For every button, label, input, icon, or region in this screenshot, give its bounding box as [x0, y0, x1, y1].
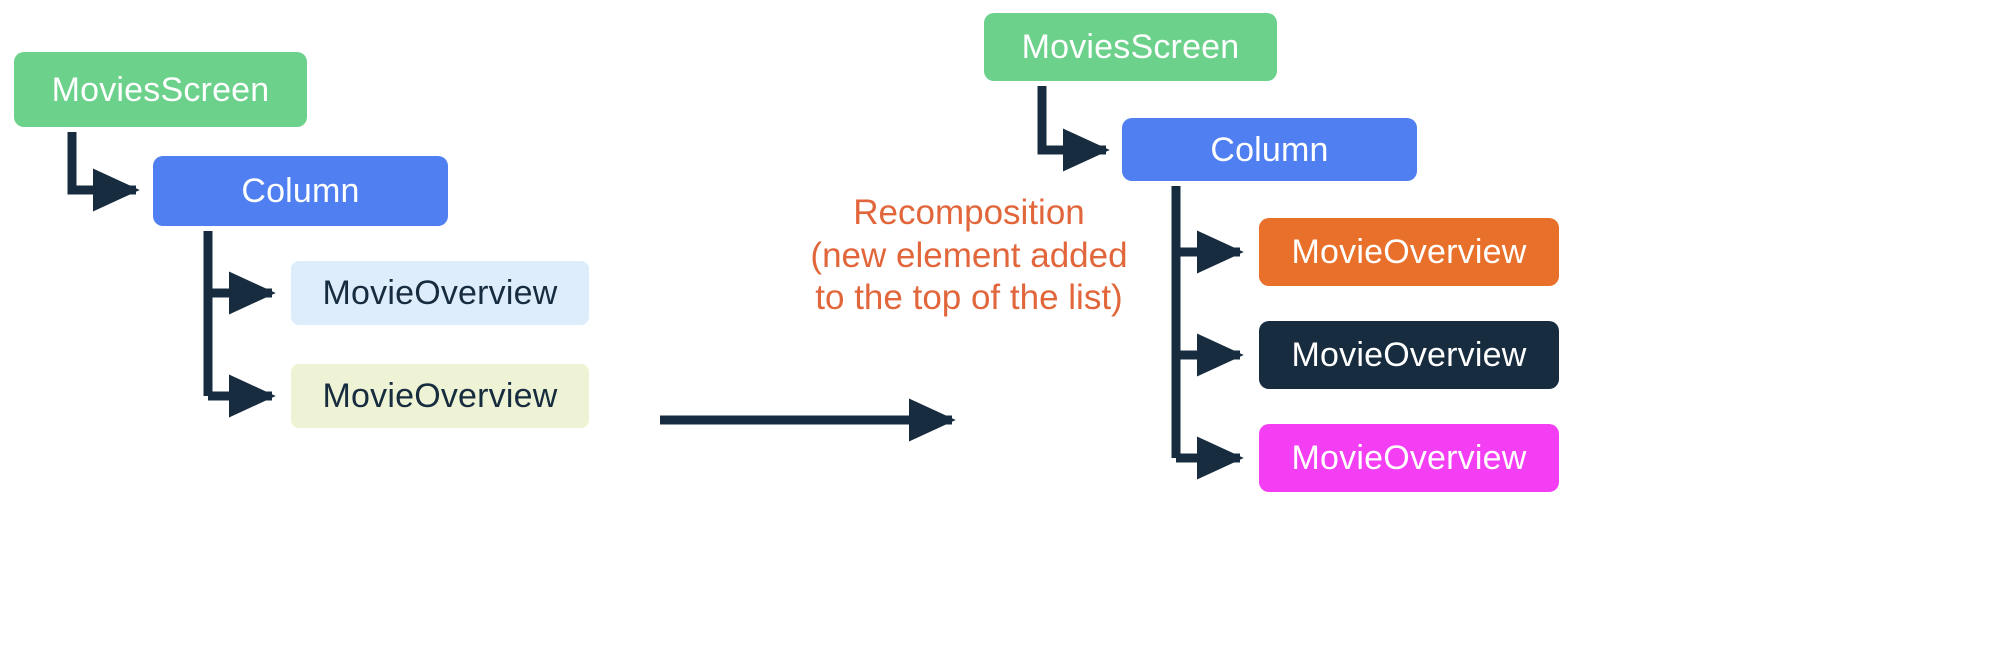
after-node-movie-overview-1-label: MovieOverview	[1291, 233, 1527, 271]
after-node-movie-overview-2[interactable]: MovieOverview	[1259, 321, 1559, 389]
connector-movies-screen-to-column-left	[67, 132, 140, 212]
recomposition-label-line-2: (new element added	[810, 235, 1128, 275]
before-node-movies-screen-label: MoviesScreen	[51, 70, 270, 109]
before-node-movie-overview-1[interactable]: MovieOverview	[291, 261, 589, 325]
recomposition-label: Recomposition (new element added to the …	[664, 192, 1274, 320]
before-node-movie-overview-2[interactable]: MovieOverview	[291, 364, 589, 428]
connector-column-to-overviews-left	[203, 231, 276, 418]
before-node-movie-overview-1-label: MovieOverview	[322, 274, 558, 312]
before-node-movie-overview-2-label: MovieOverview	[322, 377, 558, 415]
after-node-column[interactable]: Column	[1122, 118, 1417, 181]
before-node-movies-screen[interactable]: MoviesScreen	[14, 52, 307, 127]
after-node-movie-overview-3[interactable]: MovieOverview	[1259, 424, 1559, 492]
after-node-column-label: Column	[1210, 130, 1329, 169]
after-node-movie-overview-2-label: MovieOverview	[1291, 336, 1527, 374]
after-node-movies-screen-label: MoviesScreen	[1021, 28, 1240, 66]
after-node-movie-overview-3-label: MovieOverview	[1291, 439, 1527, 477]
recomposition-label-line-3: to the top of the list)	[815, 278, 1123, 318]
connector-movies-screen-to-column-right	[1037, 86, 1110, 172]
after-node-movie-overview-1[interactable]: MovieOverview	[1259, 218, 1559, 286]
after-node-movies-screen[interactable]: MoviesScreen	[984, 13, 1277, 81]
before-node-column[interactable]: Column	[153, 156, 448, 226]
recomposition-label-line-1: Recomposition	[853, 193, 1085, 232]
before-node-column-label: Column	[241, 172, 360, 210]
